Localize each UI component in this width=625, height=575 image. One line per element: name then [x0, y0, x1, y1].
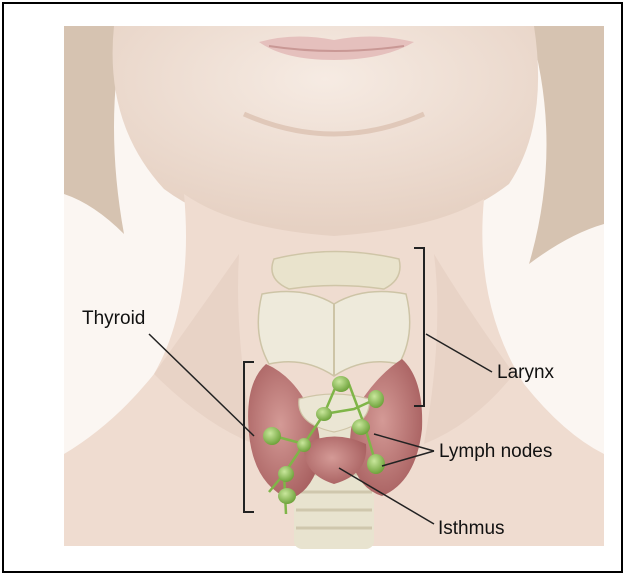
label-larynx: Larynx	[497, 362, 555, 383]
lymph-node	[316, 407, 332, 421]
lymph-node	[368, 390, 384, 408]
label-isthmus: Isthmus	[438, 518, 505, 539]
lymph-node	[297, 438, 311, 452]
lymph-node	[332, 376, 350, 392]
lymph-node	[278, 488, 296, 504]
lymph-node	[352, 419, 370, 435]
lymph-node	[263, 427, 281, 445]
label-lymph-nodes: Lymph nodes	[439, 441, 552, 462]
label-thyroid: Thyroid	[82, 308, 145, 329]
lymph-node	[278, 466, 294, 482]
thyroid-anatomy-illustration: Thyroid Larynx Lymph nodes Isthmus	[4, 4, 621, 571]
lymph-node	[367, 454, 385, 474]
hyoid-bone	[272, 252, 400, 290]
